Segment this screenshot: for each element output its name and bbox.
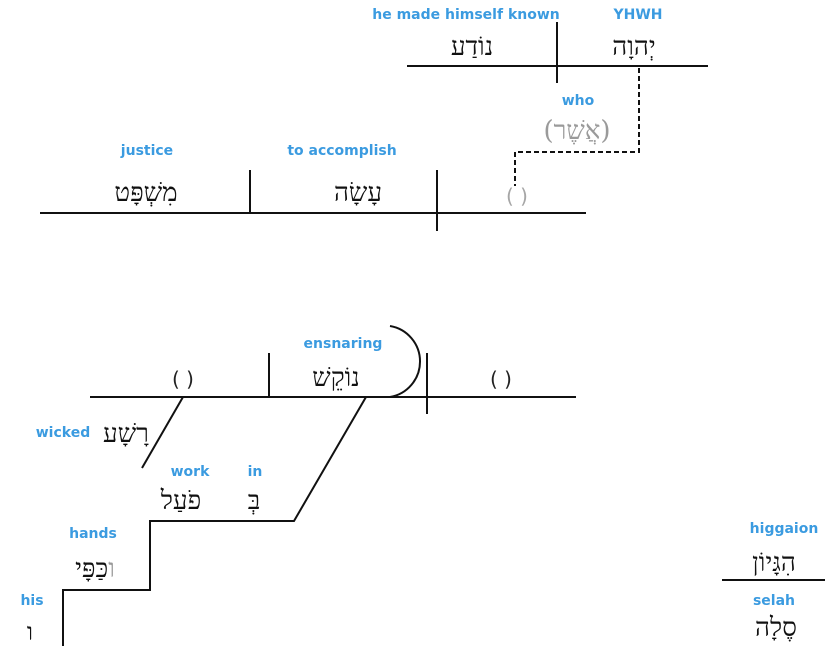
top-subject-gloss: YHWH <box>612 7 662 23</box>
mid-object-hebrew: מִשְׁפָּט <box>114 178 177 208</box>
possessor-gloss: hands <box>69 526 117 542</box>
mid-subject-placeholder: ( ) <box>506 184 528 208</box>
bottom-object-placeholder: ( ) <box>172 367 194 391</box>
top-verb-gloss: he made himself known <box>372 7 560 23</box>
modifier-slant <box>141 396 184 469</box>
interjection-1-gloss: higgaion <box>750 521 819 537</box>
modifier-gloss: wicked <box>36 425 90 441</box>
top-subject-hebrew: יְהוָה <box>612 32 655 62</box>
mid-verb-hebrew: עָשָׂה <box>334 178 382 208</box>
pronoun-gloss: his <box>20 593 43 609</box>
interjection-2-gloss: selah <box>753 593 795 609</box>
bottom-verb-gloss: ensnaring <box>304 336 383 352</box>
prep-object-gloss: work <box>171 464 210 480</box>
preposition-hebrew: בְּ <box>248 486 261 516</box>
relative-gloss: who <box>562 93 595 109</box>
possessor-hebrew: וכַּפָּי <box>75 554 115 584</box>
relative-hebrew: (אֲשֶׁר) <box>543 116 610 146</box>
interjection-1-hebrew: הִגָּיוֹן <box>752 548 796 578</box>
interjection-2-hebrew: סֶלָה <box>755 613 797 643</box>
bottom-verb-hebrew: נוֹקֵשׁ <box>312 363 359 393</box>
relative-connector <box>514 68 640 186</box>
mid-object-gloss: justice <box>120 143 173 159</box>
prep-object-hebrew: פֹעַל <box>160 486 202 516</box>
top-verb-hebrew: נוֹדַע <box>451 32 493 62</box>
bottom-subject-placeholder: ( ) <box>490 367 512 391</box>
prepositional-phrase-line <box>62 396 367 646</box>
modifier-hebrew: רָשָׁע <box>103 419 149 449</box>
possessor-suffix-hebrew: ו <box>108 554 115 584</box>
preposition-gloss: in <box>248 464 263 480</box>
pronoun-hebrew: ו <box>27 618 33 646</box>
mid-verb-gloss: to accomplish <box>287 143 396 159</box>
participle-hook <box>389 325 421 398</box>
possessor-main-hebrew: כַּפָּי <box>75 554 108 584</box>
